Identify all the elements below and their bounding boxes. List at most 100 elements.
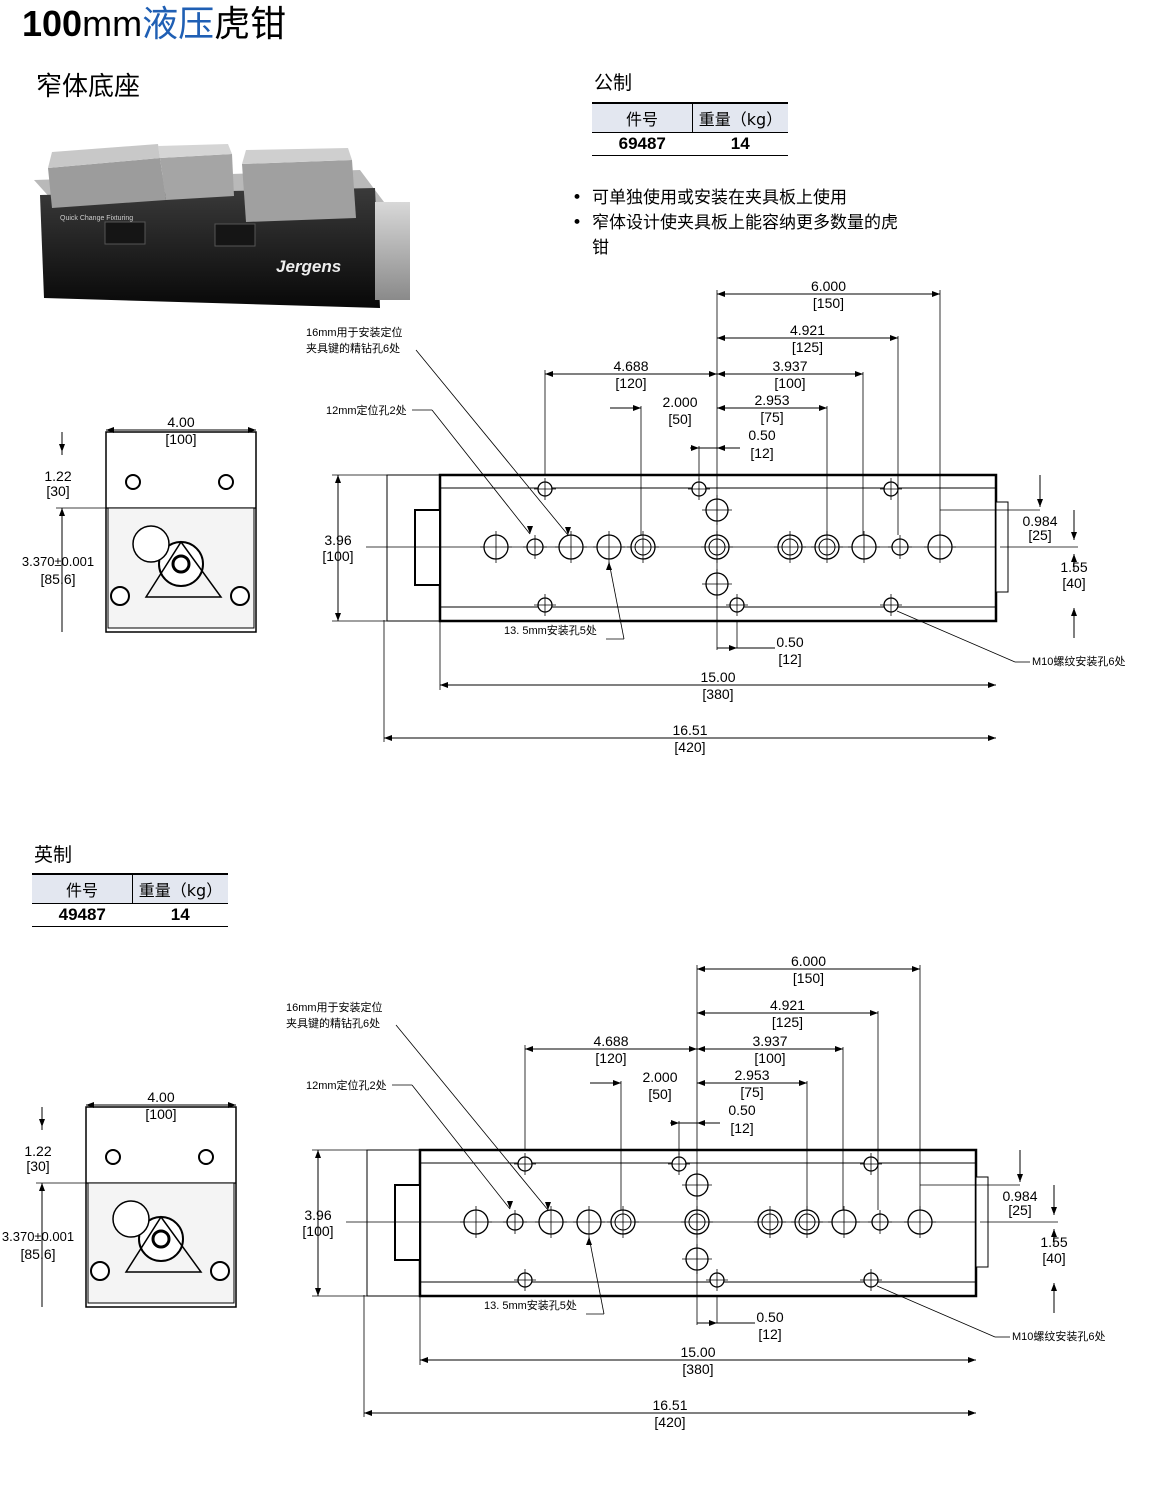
dimension-line: [415, 349, 569, 536]
note-label: 13. 5mm安装孔5处: [504, 623, 597, 637]
dimension-label: 0.50: [748, 427, 775, 443]
top-view-handle: [414, 509, 441, 586]
dimension-arrow: [988, 682, 996, 688]
dimension-arrow: [440, 682, 448, 688]
dimension-label: 0.50: [776, 634, 803, 650]
dimension-arrow: [870, 1010, 878, 1016]
dimension-arrow: [717, 335, 725, 341]
dimension-label: 4.921: [790, 322, 825, 338]
note-label: 16mm用于安装定位: [306, 325, 403, 339]
dimension-label: 1.22: [44, 468, 71, 484]
dimension-label: 6.000: [791, 953, 826, 969]
dimension-label: 3.96: [304, 1207, 331, 1223]
dimension-line: [588, 1236, 605, 1315]
dimension-arrow: [855, 371, 863, 377]
dimension-label: 4.688: [593, 1033, 628, 1049]
side-view-piston: [171, 554, 191, 574]
dimension-label: [75]: [740, 1084, 763, 1100]
photo-engraving: Quick Change Fixturing: [60, 215, 133, 222]
note-label: 12mm定位孔2处: [326, 403, 407, 417]
vise-photo: Quick Change Fixturing Jergens: [34, 144, 410, 308]
note-label: M10螺纹安装孔6处: [1032, 654, 1126, 668]
side-view-cam: [144, 540, 223, 598]
dimension-label: 2.000: [642, 1069, 677, 1085]
dimension-label: 4.00: [147, 1089, 174, 1105]
dimension-arrow: [819, 405, 827, 411]
dimension-arrow: [697, 1046, 705, 1052]
dimension-arrow: [709, 1320, 717, 1326]
dimension-label: 6.000: [811, 278, 846, 294]
dimension-arrow: [717, 371, 725, 377]
dimension-arrow: [671, 1120, 679, 1126]
dimension-label: [380]: [682, 1361, 713, 1377]
dimension-label: 2.953: [734, 1067, 769, 1083]
dimension-arrow: [912, 966, 920, 972]
imperial-label: 英制: [34, 844, 73, 866]
dimension-label: [40]: [1042, 1250, 1065, 1266]
dimension-arrow: [59, 444, 65, 452]
col-weight: 重量（kg）: [132, 873, 228, 904]
hole-circle: [105, 1149, 121, 1165]
dimension-arrow: [507, 1201, 513, 1209]
dimension-label: [85.6]: [40, 571, 75, 587]
note-label: 16mm用于安装定位: [286, 1000, 383, 1014]
note-label: 夹具键的精钻孔6处: [306, 341, 400, 355]
dimension-label: [30]: [46, 483, 69, 499]
dimension-line: [896, 610, 1016, 663]
feature-item: 可单独使用或安装在夹具板上使用: [572, 186, 912, 211]
metric-part-no: 69487: [592, 132, 693, 156]
metric-label: 公制: [594, 72, 633, 94]
dimension-label: [120]: [595, 1050, 626, 1066]
dimension-label: 3.96: [324, 532, 351, 548]
dimension-arrow: [709, 371, 717, 377]
side-view-cam: [124, 1215, 203, 1273]
dimension-arrow: [106, 427, 114, 433]
dimension-arrow: [1051, 1229, 1057, 1237]
col-part-no: 件号: [32, 873, 133, 904]
dimension-label: [30]: [26, 1158, 49, 1174]
dimension-arrow: [525, 1046, 533, 1052]
dimension-arrow: [86, 1102, 94, 1108]
dimension-label: [12]: [778, 651, 801, 667]
dimension-label: [25]: [1008, 1202, 1031, 1218]
dimension-label: 16.51: [672, 722, 707, 738]
dimension-label: [125]: [772, 1014, 803, 1030]
dimension-label: [50]: [668, 411, 691, 427]
dimension-arrow: [988, 735, 996, 741]
dimension-label: [100]: [165, 431, 196, 447]
dimension-line: [395, 1024, 549, 1211]
dimension-arrow: [335, 475, 341, 483]
dimension-arrow: [59, 508, 65, 516]
dimension-arrow: [729, 645, 737, 651]
dimension-arrow: [613, 1080, 621, 1086]
dimension-arrow: [697, 1120, 705, 1126]
metric-weight: 14: [692, 132, 788, 156]
dimension-arrow: [633, 405, 641, 411]
dimension-arrow: [39, 1183, 45, 1191]
col-part-no: 件号: [592, 102, 693, 133]
dimension-line: [608, 561, 625, 640]
dimension-label: [100]: [145, 1106, 176, 1122]
dimension-arrow: [545, 1202, 551, 1210]
dimension-label: 0.984: [1022, 513, 1057, 529]
dimension-label: 1.22: [24, 1143, 51, 1159]
dimension-arrow: [527, 526, 533, 534]
dimension-arrow: [420, 1357, 428, 1363]
hole-circle: [90, 1261, 110, 1281]
side-view-port: [112, 1200, 150, 1238]
dimension-label: [420]: [674, 739, 705, 755]
dimension-arrow: [1037, 499, 1043, 507]
dimension-arrow: [697, 966, 705, 972]
dimension-arrow: [545, 371, 553, 377]
imperial-drawing: 4.00[100]1.22[30]3.370±0.001[85.6]6.000[…: [2, 953, 1106, 1430]
dimension-label: 15.00: [700, 669, 735, 685]
dimension-arrow: [835, 1046, 843, 1052]
hole-circle: [218, 474, 234, 490]
note-label: M10螺纹安装孔6处: [1012, 1329, 1106, 1343]
note-label: 12mm定位孔2处: [306, 1078, 387, 1092]
top-view-handle: [394, 1184, 421, 1261]
dimension-arrow: [1051, 1283, 1057, 1291]
dimension-label: [12]: [750, 445, 773, 461]
